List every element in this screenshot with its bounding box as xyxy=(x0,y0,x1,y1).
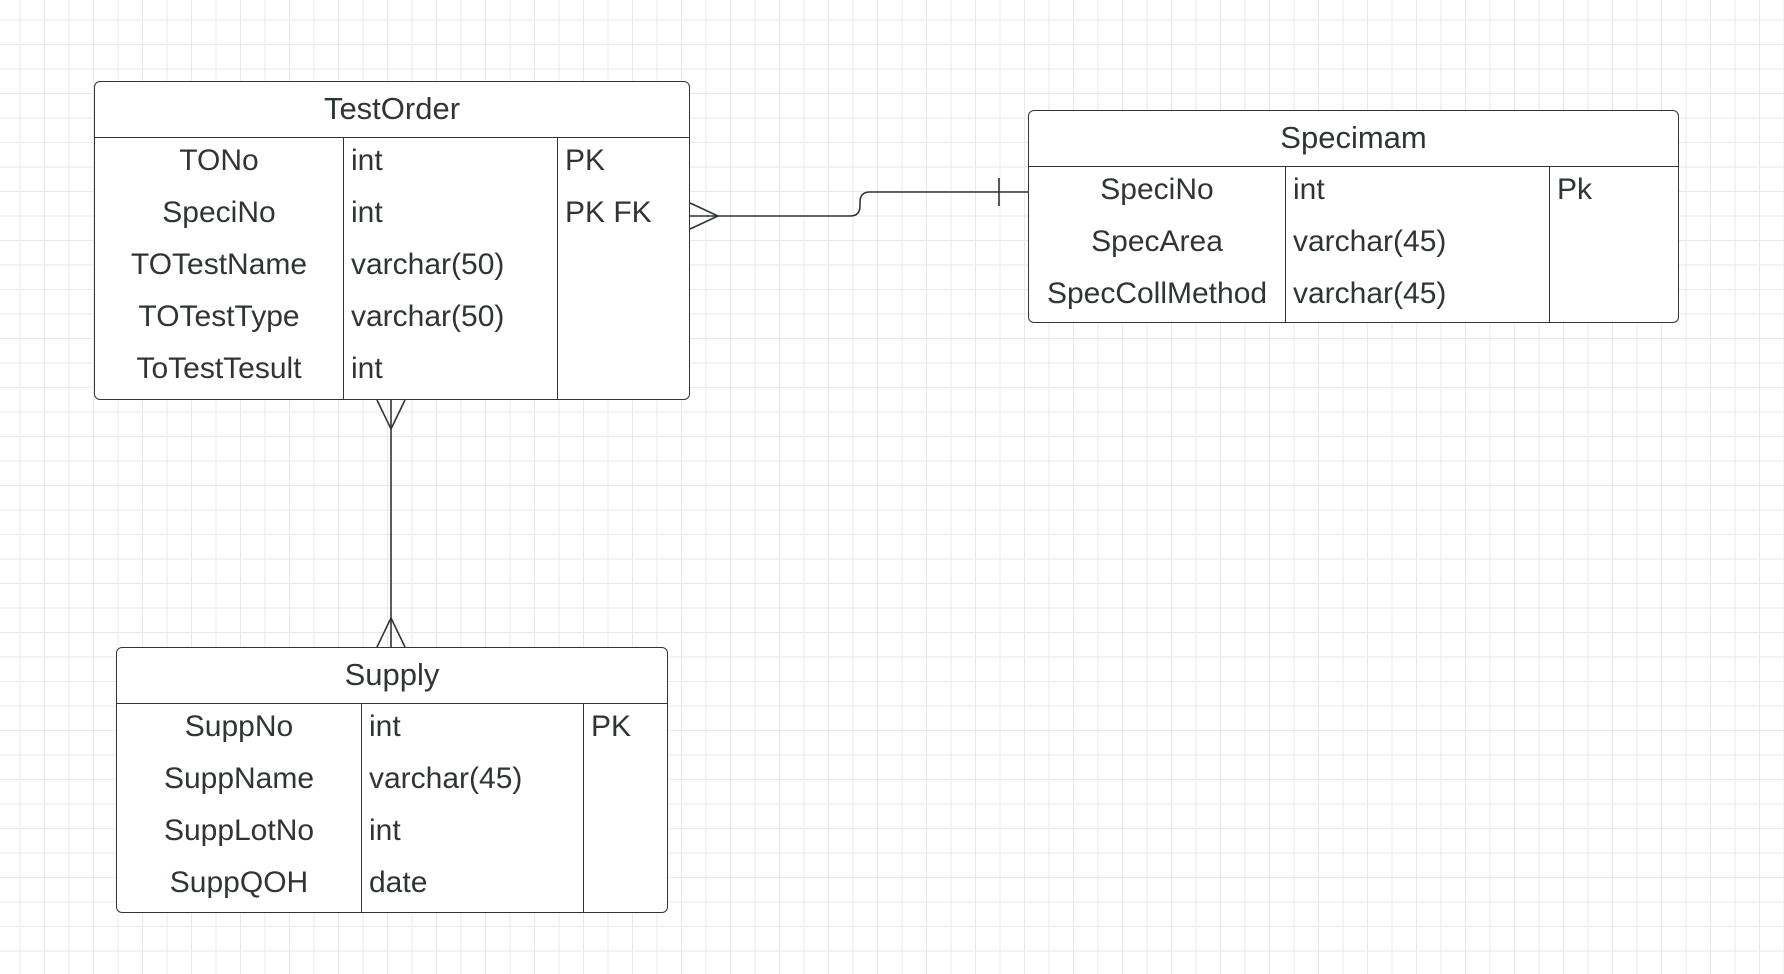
crowsfoot-testorder-supply-top xyxy=(376,399,406,430)
field-key xyxy=(1550,271,1678,322)
field-name: TOTestType xyxy=(138,300,300,333)
field-key xyxy=(584,756,667,808)
field-key xyxy=(584,860,667,912)
field-type: varchar(50) xyxy=(351,300,505,333)
name-column: SpeciNo SpecArea SpecCollMethod xyxy=(1029,167,1285,322)
entity-title: Specimam xyxy=(1029,111,1678,167)
field-name: SpeciNo xyxy=(162,196,276,229)
entity-specimam[interactable]: Specimam SpeciNo SpecArea SpecCollMethod… xyxy=(1028,110,1679,323)
crowsfoot-testorder-specimam xyxy=(689,202,719,230)
field-type: int xyxy=(351,144,383,177)
field-type: int xyxy=(369,814,401,847)
field-type: varchar(50) xyxy=(351,248,505,281)
entity-title: Supply xyxy=(117,648,667,704)
field-name: SpecCollMethod xyxy=(1046,277,1268,310)
crowsfoot-testorder-supply-bottom xyxy=(376,617,406,648)
type-column: int varchar(45) int date xyxy=(361,704,583,912)
field-key xyxy=(1550,219,1678,271)
field-key: Pk xyxy=(1557,173,1593,206)
field-type: int xyxy=(351,196,383,229)
field-name: SuppQOH xyxy=(169,866,309,899)
field-key xyxy=(558,242,689,294)
key-column: PK xyxy=(583,704,667,912)
field-name: SuppNo xyxy=(184,710,294,743)
connector-testorder-specimam xyxy=(690,191,1028,217)
field-key xyxy=(558,294,689,346)
name-column: SuppNo SuppName SuppLotNo SuppQOH xyxy=(117,704,361,912)
field-name: TONo xyxy=(179,144,259,177)
field-name: SuppLotNo xyxy=(163,814,315,847)
field-type: varchar(45) xyxy=(369,762,523,795)
field-type: int xyxy=(351,352,383,385)
field-name: SpeciNo xyxy=(1100,173,1214,206)
type-column: int int varchar(50) varchar(50) int xyxy=(343,138,557,399)
field-name: SpecArea xyxy=(1091,225,1223,258)
field-name: SuppName xyxy=(163,762,315,795)
field-type: date xyxy=(369,866,428,899)
field-type: int xyxy=(1293,173,1325,206)
field-key: PK xyxy=(591,710,632,743)
field-name: TOTestName xyxy=(130,248,308,281)
field-key: PK xyxy=(565,144,606,177)
field-name: ToTestTesult xyxy=(136,352,302,385)
field-key: PK FK xyxy=(565,196,652,229)
field-key xyxy=(584,808,667,860)
type-column: int varchar(45) varchar(45) xyxy=(1285,167,1549,322)
entity-title: TestOrder xyxy=(95,82,689,138)
entity-testorder[interactable]: TestOrder TONo SpeciNo TOTestName TOTest… xyxy=(94,81,690,400)
key-column: PK PK FK xyxy=(557,138,689,399)
key-column: Pk xyxy=(1549,167,1678,322)
field-key xyxy=(558,346,689,398)
field-type: varchar(45) xyxy=(1293,277,1447,310)
field-type: int xyxy=(369,710,401,743)
name-column: TONo SpeciNo TOTestName TOTestType ToTes… xyxy=(95,138,343,399)
entity-supply[interactable]: Supply SuppNo SuppName SuppLotNo SuppQOH… xyxy=(116,647,668,913)
field-type: varchar(45) xyxy=(1293,225,1447,258)
